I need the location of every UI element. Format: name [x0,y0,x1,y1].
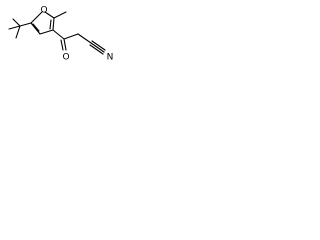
bond-nitrile-3 [89,44,104,55]
nitrile-nitrogen-label: N [107,53,114,63]
carbonyl-oxygen-label: O [62,53,69,63]
ring-oxygen-label: O [40,6,47,16]
bond-c2-c3-double [49,19,52,30]
bond-ch2-cn [77,33,92,44]
bond-nitrile-2 [91,40,106,51]
structure-diagram: O O N [0,0,142,73]
bond-c3-carbonyl [52,29,65,40]
bond-c4-c5-double [32,23,40,32]
bond-carbonyl-o [63,38,67,51]
bond-ring-o-c2 [44,11,55,19]
bond-c3-c4 [39,29,54,35]
bond-carbonyl-o-double [60,39,64,51]
bond-c5-ring-o [30,11,43,24]
bond-carbonyl-ch2 [63,33,79,40]
bond-c2-c3 [52,17,55,31]
bond-nitrile-1 [90,42,105,53]
bond-tbutyl-c5 [19,22,32,27]
bond-tbutyl-methyl-bottom [15,25,21,39]
bond-tbutyl-methyl-top [12,18,21,27]
bond-c2-methyl [53,11,67,19]
molecule-svg: O O N [8,6,114,63]
bond-tbutyl-methyl-left [8,25,21,30]
bond-c4-c5 [30,22,41,35]
